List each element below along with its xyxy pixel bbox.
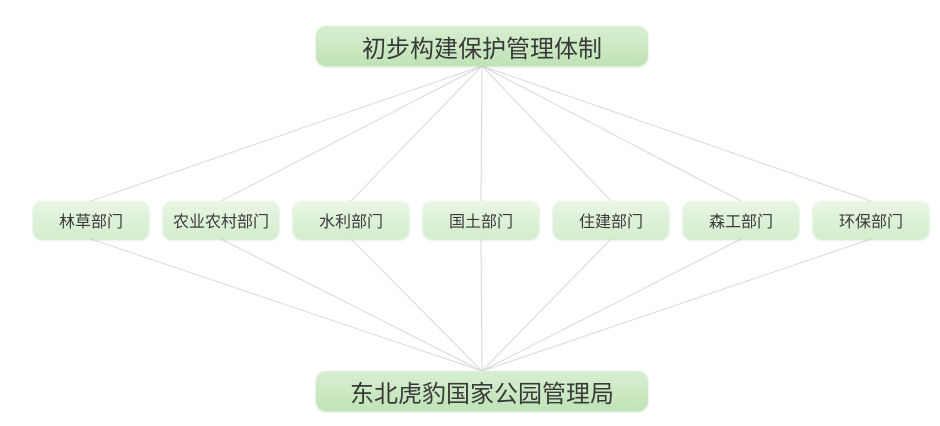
bottom-node-box: 东北虎豹国家公园管理局	[316, 371, 648, 411]
connector-line-bottom-2	[350, 238, 483, 372]
connector-line-bottom-3	[480, 238, 483, 372]
dept-label: 住建部门	[578, 212, 643, 231]
top-node-box: 初步构建保护管理体制	[316, 26, 648, 66]
dept-node-water: 水利部门	[293, 201, 409, 239]
connector-line-bottom-0	[90, 238, 483, 372]
dept-node-forest-industry: 森工部门	[683, 201, 799, 239]
dept-node-forestry: 林草部门	[33, 201, 149, 239]
dept-node-agriculture: 农业农村部门	[163, 201, 279, 239]
dept-label: 森工部门	[708, 212, 773, 231]
dept-node-housing: 住建部门	[553, 201, 669, 239]
dept-label: 水利部门	[318, 212, 383, 231]
connector-line-top-6	[481, 65, 872, 202]
connector-line-top-1	[220, 65, 483, 202]
dept-label: 农业农村部门	[172, 212, 269, 231]
connector-line-bottom-1	[220, 238, 483, 372]
top-node-label: 初步构建保护管理体制	[362, 34, 602, 63]
connector-line-top-0	[90, 65, 483, 202]
dept-label: 环保部门	[838, 212, 903, 231]
connector-line-bottom-6	[481, 238, 872, 372]
connector-line-bottom-4	[481, 238, 612, 372]
dept-node-environment: 环保部门	[813, 201, 929, 239]
connector-line-top-3	[480, 65, 483, 202]
connector-line-top-2	[350, 65, 483, 202]
connector-line-top-5	[481, 65, 742, 202]
connector-line-bottom-5	[481, 238, 742, 372]
bottom-node-label: 东北虎豹国家公园管理局	[350, 379, 614, 408]
dept-node-land: 国土部门	[423, 201, 539, 239]
dept-label: 国土部门	[448, 212, 513, 231]
dept-label: 林草部门	[58, 212, 123, 231]
connector-line-top-4	[481, 65, 612, 202]
